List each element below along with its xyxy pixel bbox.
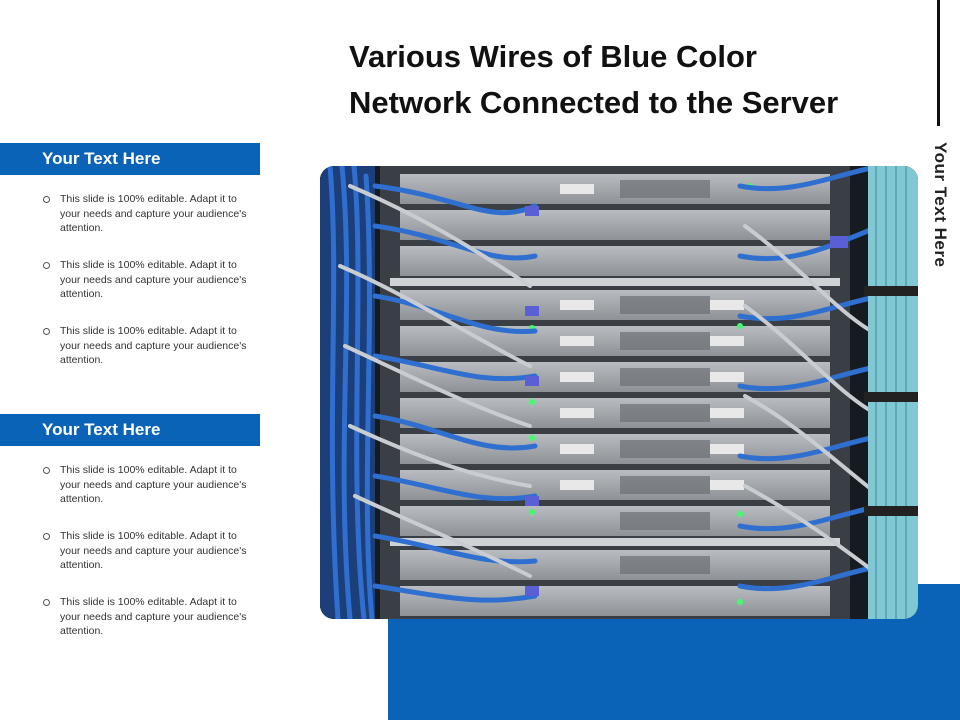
server-rack-image [320, 166, 918, 619]
bullet-circle-icon [43, 533, 50, 540]
bullet-circle-icon [43, 262, 50, 269]
list-item: This slide is 100% editable. Adapt it to… [40, 192, 255, 236]
bullet-list-1: This slide is 100% editable. Adapt it to… [40, 192, 255, 390]
section-header-1: Your Text Here [0, 143, 260, 175]
bullet-circle-icon [43, 599, 50, 606]
side-label: Your Text Here [931, 142, 950, 268]
section-header-2: Your Text Here [0, 414, 260, 446]
bullet-list-2: This slide is 100% editable. Adapt it to… [40, 463, 255, 661]
bullet-circle-icon [43, 328, 50, 335]
bullet-circle-icon [43, 196, 50, 203]
list-item: This slide is 100% editable. Adapt it to… [40, 529, 255, 573]
title-line-1: Various Wires of Blue Color [349, 39, 757, 74]
bullet-circle-icon [43, 467, 50, 474]
vertical-divider [937, 0, 940, 126]
list-item: This slide is 100% editable. Adapt it to… [40, 595, 255, 639]
server-rack-illustration [320, 166, 918, 619]
list-item: This slide is 100% editable. Adapt it to… [40, 463, 255, 507]
list-item: This slide is 100% editable. Adapt it to… [40, 258, 255, 302]
title-line-2: Network Connected to the Server [349, 85, 839, 120]
list-item: This slide is 100% editable. Adapt it to… [40, 324, 255, 368]
slide-title: Various Wires of Blue Color Network Conn… [349, 34, 919, 126]
